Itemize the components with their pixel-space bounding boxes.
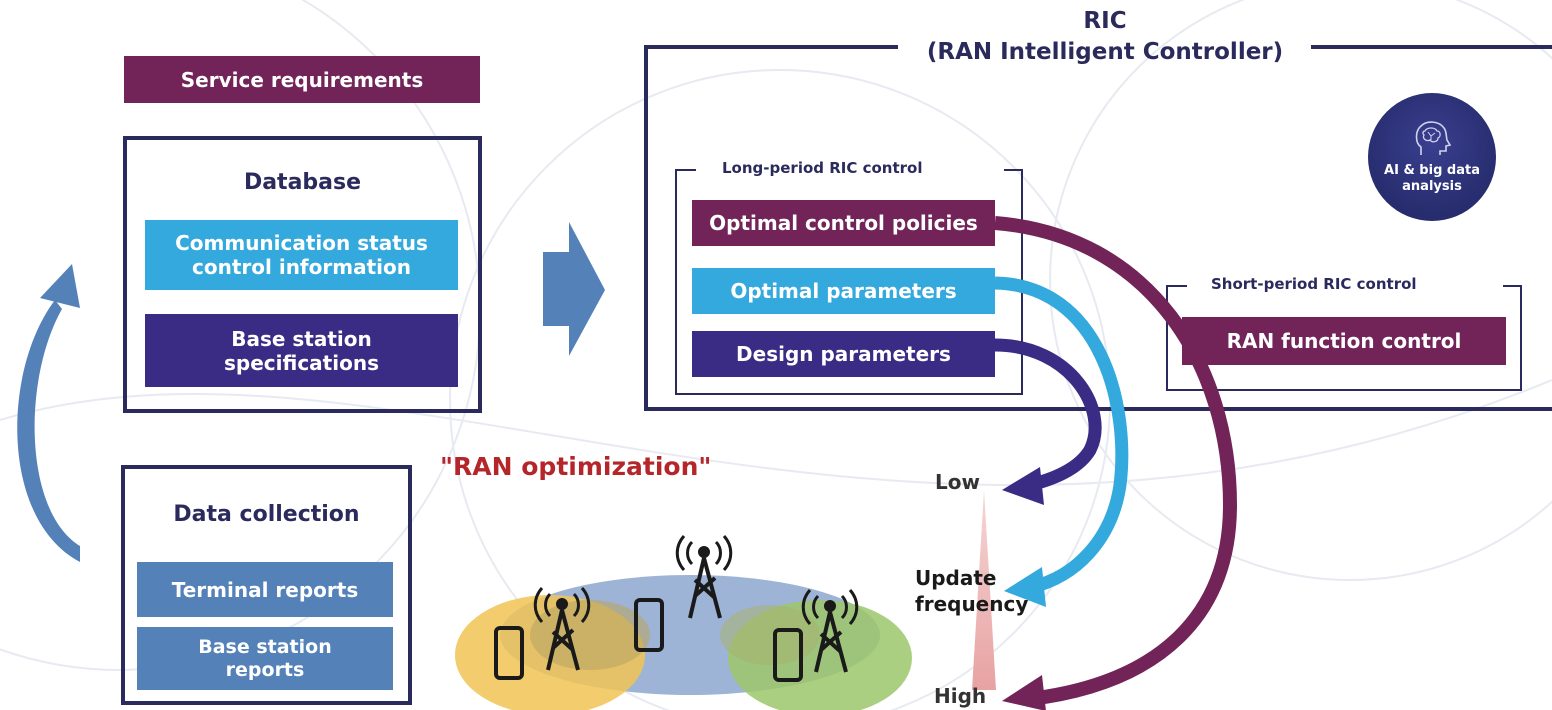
database-panel xyxy=(123,136,482,413)
cell-tower-icon xyxy=(675,534,733,619)
smartphone-icon xyxy=(634,598,664,652)
communication-status-box: Communication status control information xyxy=(145,220,458,290)
optimal-parameters-box: Optimal parameters xyxy=(692,268,995,314)
long-period-label: Long-period RIC control xyxy=(714,159,931,177)
update-frequency-arrows xyxy=(994,216,1238,710)
cell-tower-icon xyxy=(533,586,591,671)
policies-to-high-arrow xyxy=(994,216,1238,706)
feedback-arrow xyxy=(17,264,80,562)
cell-network-illustration xyxy=(455,534,912,710)
base-station-reports-box: Base station reports xyxy=(137,627,393,690)
design-parameters-box: Design parameters xyxy=(692,331,995,377)
frequency-gradient-bar xyxy=(972,490,996,690)
optimal-control-policies-box: Optimal control policies xyxy=(692,200,995,246)
update-frequency-label: Update frequency xyxy=(915,566,1029,616)
terminal-reports-box: Terminal reports xyxy=(137,562,393,617)
data-collection-title: Data collection xyxy=(173,502,360,527)
ai-badge: AI & big data analysis xyxy=(1368,93,1496,221)
flow-arrow-icon xyxy=(543,222,605,356)
short-period-label: Short-period RIC control xyxy=(1203,275,1425,293)
long-period-bracket xyxy=(675,169,1023,395)
head-brain-icon xyxy=(1415,121,1451,156)
base-station-specifications-box: Base station specifications xyxy=(145,314,458,387)
ran-function-control-box: RAN function control xyxy=(1182,317,1506,365)
ai-badge-label: AI & big data analysis xyxy=(1384,163,1480,194)
cell-tower-icon xyxy=(801,588,859,673)
ric-title-line1: RIC xyxy=(1083,8,1127,34)
service-requirements-label: Service requirements xyxy=(124,56,480,103)
optimal-params-to-mid-arrow xyxy=(994,276,1129,594)
data-collection-panel xyxy=(121,465,412,705)
frequency-low-label: Low xyxy=(935,470,980,494)
ric-title-line2: (RAN Intelligent Controller) xyxy=(926,39,1284,66)
ric-title: RIC (RAN Intelligent Controller) xyxy=(880,6,1330,68)
smartphone-icon xyxy=(494,626,524,680)
smartphone-icon xyxy=(773,628,803,682)
short-period-bracket xyxy=(1166,285,1522,391)
frequency-high-label: High xyxy=(934,684,987,708)
database-title: Database xyxy=(243,170,362,195)
design-to-low-arrow xyxy=(994,338,1102,492)
ran-optimization-label: "RAN optimization" xyxy=(440,452,712,481)
